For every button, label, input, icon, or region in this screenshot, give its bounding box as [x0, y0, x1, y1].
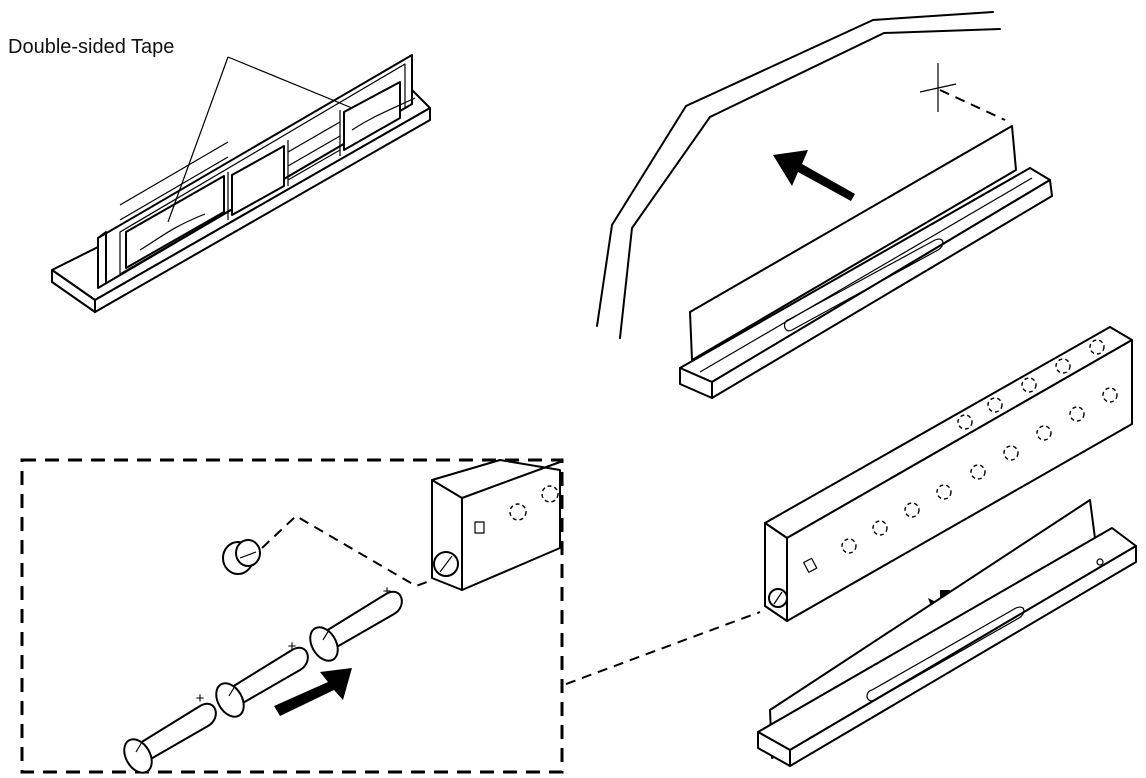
tape-strip-left — [125, 175, 225, 269]
bracket-receiving — [757, 499, 1137, 767]
cap-leader — [261, 514, 433, 588]
tape-strip-right — [343, 81, 401, 151]
battery-detail-inset — [20, 458, 564, 774]
upper-hole-row — [957, 339, 1105, 430]
plus-mark-battery-1: + — [196, 690, 205, 707]
double-sided-tape-label: Double-sided Tape — [8, 36, 175, 58]
inset-box-end — [431, 459, 561, 591]
alignment-mark — [919, 63, 1006, 121]
polarity-marks: + + + — [196, 583, 392, 707]
bracket-mounted — [679, 125, 1053, 399]
bracket-with-tape — [51, 54, 431, 313]
detail-leader — [565, 611, 761, 685]
lower-hole-row — [841, 387, 1118, 554]
battery-box — [764, 326, 1133, 622]
battery-3 — [309, 590, 403, 662]
battery-2 — [215, 646, 309, 718]
plus-mark-battery-3: + — [383, 583, 392, 600]
battery-cap — [222, 539, 261, 575]
battery-1 — [123, 702, 217, 774]
panel-outline — [596, 11, 1001, 339]
plus-mark-battery-2: + — [288, 638, 297, 655]
mount-direction-arrow — [773, 150, 855, 201]
battery-insert-arrow — [274, 668, 352, 716]
